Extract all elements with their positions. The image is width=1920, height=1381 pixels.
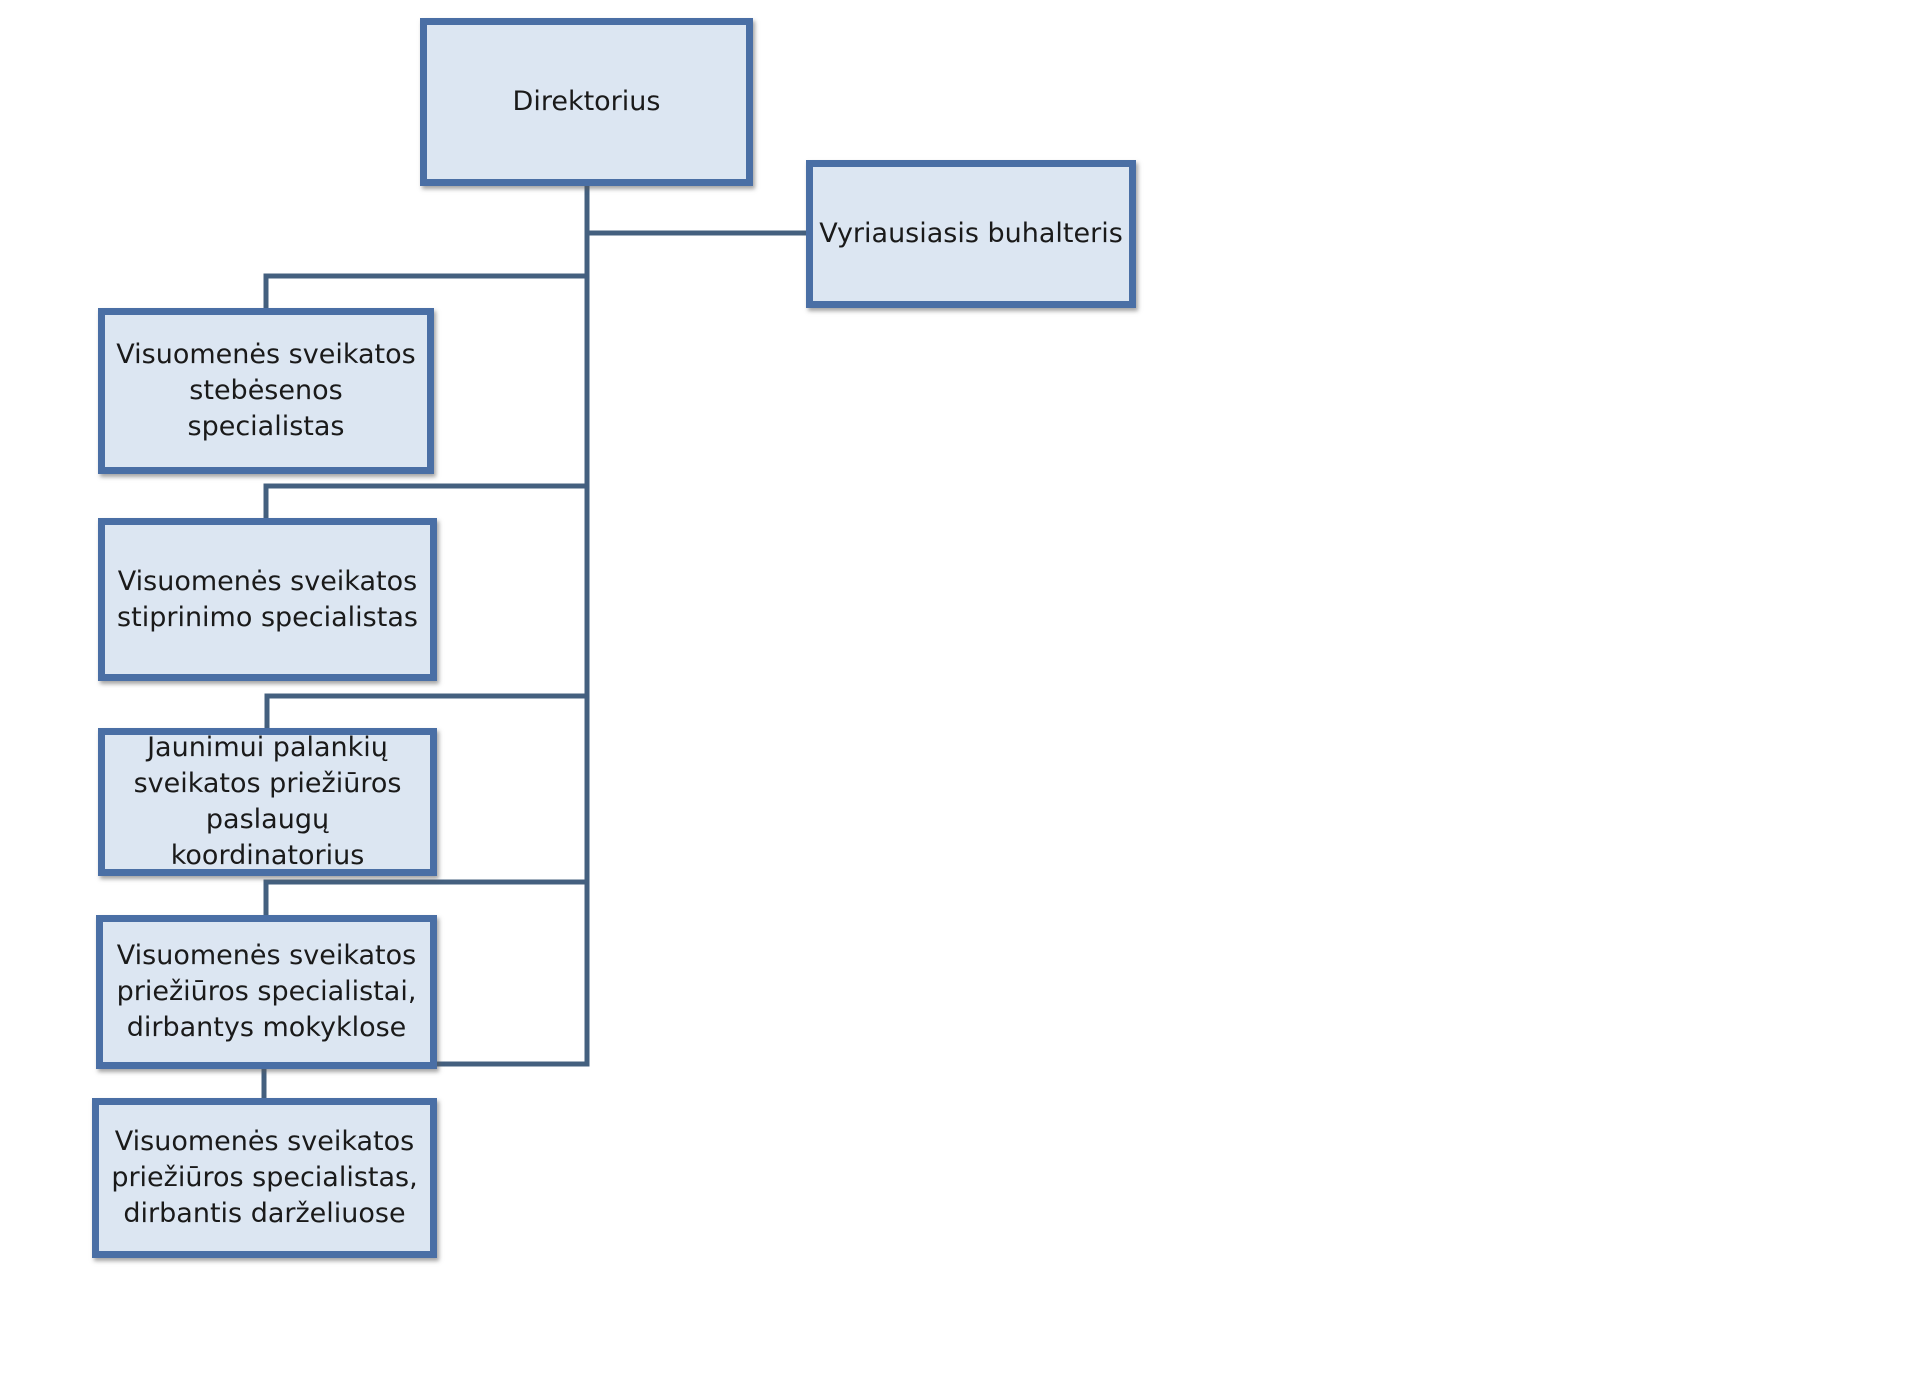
youth-services-coordinator-label: Jaunimui palankių sveikatos priežiūros p… [133, 732, 402, 871]
school-health-specialists-box: Visuomenės sveikatos priežiūros speciali… [96, 915, 437, 1069]
kindergarten-health-specialist-label: Visuomenės sveikatos priežiūros speciali… [111, 1126, 418, 1229]
school-health-specialists-label: Visuomenės sveikatos priežiūros speciali… [116, 940, 417, 1043]
director-label: Direktorius [512, 86, 661, 117]
monitoring-specialist-box: Visuomenės sveikatos stebėsenos speciali… [98, 308, 434, 474]
director-box: Direktorius [420, 18, 753, 186]
promotion-specialist-box: Visuomenės sveikatos stiprinimo speciali… [98, 518, 437, 681]
chief-accountant-box: Vyriausiasis buhalteris [806, 160, 1136, 308]
promotion-specialist-label: Visuomenės sveikatos stiprinimo speciali… [117, 565, 418, 633]
youth-services-coordinator-box: Jaunimui palankių sveikatos priežiūros p… [98, 728, 437, 876]
kindergarten-health-specialist-box: Visuomenės sveikatos priežiūros speciali… [92, 1098, 437, 1258]
chief-accountant-label: Vyriausiasis buhalteris [819, 218, 1123, 249]
monitoring-specialist-label: Visuomenės sveikatos stebėsenos speciali… [116, 339, 416, 442]
